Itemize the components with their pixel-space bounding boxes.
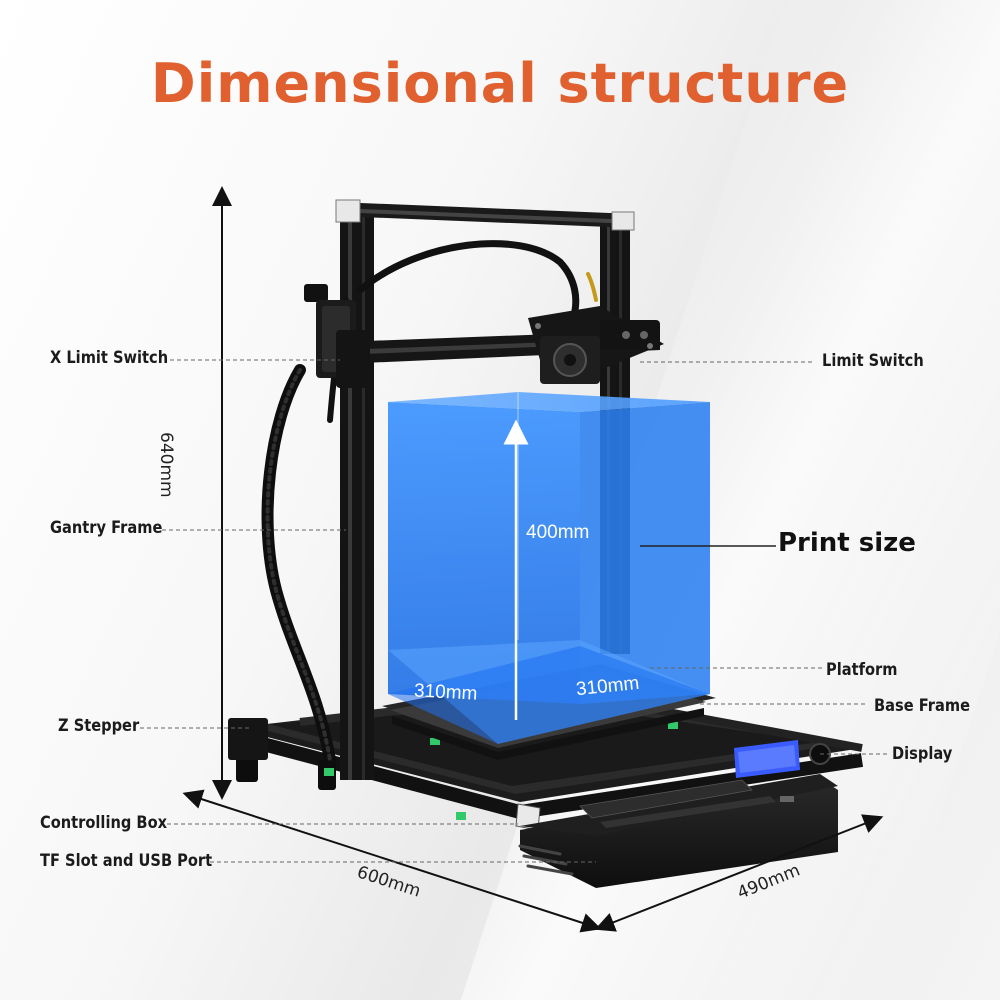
label-x-limit-switch: X Limit Switch (50, 348, 169, 368)
label-tf-slot-usb-port: TF Slot and USB Port (40, 851, 213, 871)
label-platform: Platform (826, 660, 898, 680)
print-volume-cube (388, 392, 710, 744)
callout-leaders (140, 359, 890, 863)
label-print-size: Print size (778, 528, 916, 558)
label-limit-switch: Limit Switch (822, 351, 924, 371)
label-display: Display (892, 744, 953, 764)
width-arrow (594, 814, 884, 932)
label-base-frame: Base Frame (874, 696, 970, 716)
cable-bundle (261, 240, 598, 766)
z-stepper-motor (228, 284, 370, 760)
print-height-label: 400mm (526, 522, 590, 543)
depth-arrow (182, 789, 602, 933)
print-x-label: 310mm (413, 680, 478, 705)
page-title: Dimensional structure (150, 52, 850, 115)
height-dimension-label: 640mm (156, 432, 176, 498)
label-controlling-box: Controlling Box (40, 813, 168, 833)
label-z-stepper: Z Stepper (58, 716, 140, 736)
label-gantry-frame: Gantry Frame (50, 518, 163, 538)
hotend-carriage (528, 306, 664, 384)
